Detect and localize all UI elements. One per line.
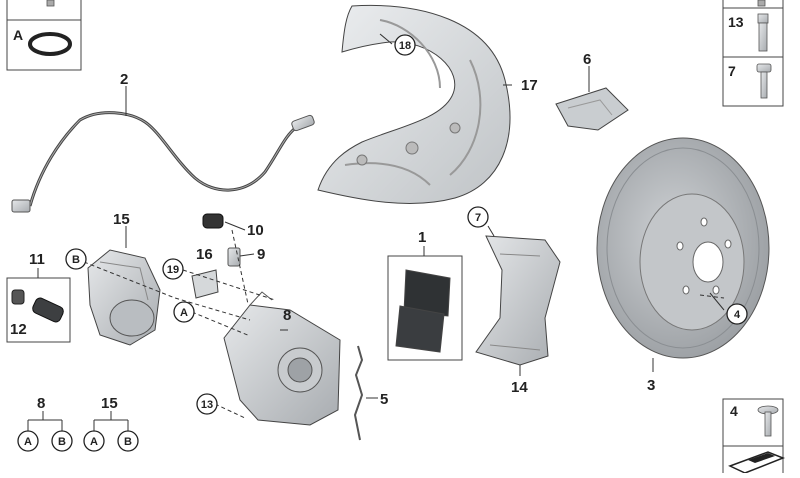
inset-box-o-ring: A — [6, 0, 82, 71]
rubber-boot-icon — [11, 289, 25, 305]
svg-text:4: 4 — [734, 309, 741, 321]
group-8-callout-a: A — [17, 430, 39, 452]
guide-pin-icon — [757, 13, 769, 52]
inset-box-sleeve — [6, 277, 71, 343]
group-15-callout-a: A — [83, 430, 105, 452]
callout-18: 18 — [394, 34, 416, 56]
brake-wear-sensor — [11, 111, 315, 213]
svg-text:A: A — [90, 436, 98, 448]
inset-label-a: A — [13, 27, 23, 43]
group-15-callout-b: B — [117, 430, 139, 452]
label-part-17: 17 — [521, 77, 538, 94]
callout-b: B — [65, 248, 87, 270]
inset-box-screw: 4 — [722, 398, 786, 477]
inset-label-4: 4 — [730, 403, 738, 419]
svg-text:18: 18 — [399, 40, 411, 52]
small-screw-icon — [757, 0, 766, 7]
callout-7: 7 — [467, 206, 489, 228]
countersunk-screw-icon — [757, 405, 779, 437]
svg-text:A: A — [24, 436, 32, 448]
label-part-6: 6 — [583, 51, 591, 68]
callout-13: 13 — [196, 393, 218, 415]
inset-label-7: 7 — [728, 63, 736, 79]
leader-lines — [27, 33, 725, 432]
group-8-callout-b: B — [51, 430, 73, 452]
brake-caliper — [223, 291, 341, 426]
caliper-carrier — [475, 235, 561, 366]
label-part-11: 11 — [29, 251, 45, 268]
callout-4: 4 — [726, 303, 748, 325]
label-part-10: 10 — [247, 222, 264, 239]
label-part-8: 8 — [283, 307, 291, 324]
label-part-14: 14 — [511, 379, 528, 396]
callout-19: 19 — [162, 258, 184, 280]
label-part-12: 12 — [10, 321, 27, 338]
svg-text:A: A — [180, 307, 188, 319]
svg-text:B: B — [58, 436, 66, 448]
brake-pad-set-box — [387, 255, 463, 361]
sensor-cap-icon — [202, 213, 224, 229]
label-part-9: 9 — [257, 246, 265, 263]
label-part-16: 16 — [196, 246, 213, 263]
brake-pad-icon — [403, 269, 451, 317]
small-screw-icon — [46, 0, 55, 7]
svg-text:B: B — [124, 436, 132, 448]
sleeve-icon — [32, 297, 64, 323]
logo-mark-icon — [728, 451, 786, 474]
label-group-15: 15 — [101, 395, 118, 412]
inset-label-13: 13 — [728, 14, 744, 30]
svg-text:B: B — [72, 254, 80, 266]
bleed-valve-icon — [227, 247, 241, 267]
label-part-2: 2 — [120, 71, 128, 88]
label-part-1: 1 — [418, 229, 426, 246]
svg-text:13: 13 — [201, 399, 213, 411]
pad-retaining-spring — [353, 345, 364, 441]
bolt-icon — [756, 63, 772, 99]
label-part-3: 3 — [647, 377, 655, 394]
inset-box-bolts: 13 7 — [722, 0, 784, 107]
parking-brake-motor — [87, 249, 161, 346]
brake-paste-packet — [555, 87, 629, 131]
o-ring-icon — [28, 32, 72, 56]
brake-disc — [596, 137, 770, 359]
spring-clip-icon — [191, 269, 219, 299]
circled-callouts: 18 7 4 B 19 A 13 A — [17, 34, 748, 452]
svg-text:7: 7 — [475, 212, 481, 224]
svg-text:19: 19 — [167, 264, 179, 276]
callout-a: A — [173, 301, 195, 323]
brake-pad-icon — [395, 305, 445, 353]
brake-dust-shield — [317, 4, 511, 204]
label-group-8: 8 — [37, 395, 45, 412]
label-part-15: 15 — [113, 211, 130, 228]
label-part-5: 5 — [380, 391, 388, 408]
part-number-labels: 2 17 6 3 1 14 5 15 10 16 9 11 12 8 8 15 — [10, 51, 655, 412]
